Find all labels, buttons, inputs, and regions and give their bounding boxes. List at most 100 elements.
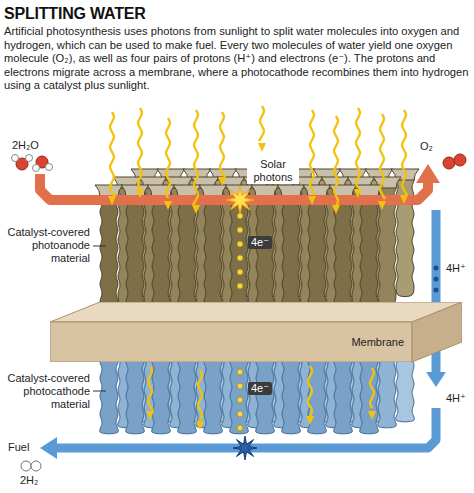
arrowhead [416, 164, 440, 183]
photon-wave [356, 108, 360, 188]
proton-label: 4H⁺ [446, 262, 466, 275]
photon-wave [308, 366, 312, 416]
arrowhead [146, 411, 154, 420]
arrowhead [368, 411, 376, 420]
membrane-label: Membrane [351, 336, 404, 349]
hydrogen-atom [46, 164, 53, 171]
photon-wave [110, 112, 115, 197]
reaction-star [226, 186, 254, 214]
electron-label: 4e⁻ [248, 236, 272, 249]
arrowhead [354, 189, 362, 198]
pillar-cap [277, 185, 305, 196]
pillar-cap [121, 185, 149, 196]
photon-wave [198, 370, 202, 420]
cathode-pillar [282, 358, 301, 434]
arrowhead [40, 437, 57, 459]
photon-wave [148, 366, 153, 411]
photon-wave [193, 110, 198, 205]
electron-dot [237, 241, 243, 247]
membrane-side [412, 302, 462, 362]
photoanode-pillars [95, 169, 419, 313]
leader-line [93, 246, 106, 247]
proton-dot [434, 277, 439, 282]
arrowhead [400, 195, 408, 204]
oxygen-atom [443, 157, 455, 169]
anode-pillar [100, 192, 119, 312]
molecule-icons [12, 154, 467, 471]
output-label: Fuel [8, 441, 29, 454]
molecule-label: 2H₂ [20, 474, 38, 487]
pillar-cap [251, 185, 279, 196]
anode-pillar [360, 192, 379, 312]
cathode-pillar [334, 358, 353, 434]
electron-dot [237, 255, 243, 261]
reaction-star [233, 436, 257, 460]
anode-pillar [308, 192, 327, 312]
pillar-cap [303, 185, 331, 196]
membrane-slab: Membrane [50, 302, 462, 362]
anode-pillar [204, 192, 223, 312]
hydrogen-atom [31, 461, 41, 471]
membrane-shape [50, 302, 462, 362]
electron-dot [237, 227, 243, 233]
photon-wave [259, 106, 264, 141]
part-label: Catalyst-covered photocathode material [2, 372, 90, 411]
title: SPLITTING WATER [4, 5, 146, 23]
cathode-pillar [100, 358, 119, 434]
electron-dot [237, 383, 243, 389]
arrowhead [332, 205, 340, 214]
electron-dot [237, 283, 243, 289]
photon-arrows [108, 106, 408, 430]
electron-dot [237, 269, 243, 275]
hydrogen-atom [12, 155, 19, 162]
membrane-top [50, 302, 462, 322]
photon-wave [334, 116, 338, 206]
photon-wave [380, 114, 385, 199]
photon-wave [402, 110, 407, 195]
electron-dot [237, 425, 243, 431]
arrowhead [378, 201, 386, 210]
membrane-front [50, 322, 412, 362]
electron-dot [237, 397, 243, 403]
pillar-cap [199, 185, 227, 196]
proton-label: 4H⁺ [446, 392, 466, 405]
photon-wave [310, 110, 315, 195]
arrowhead [308, 196, 316, 205]
arrowhead [306, 416, 314, 425]
arrowhead [196, 421, 204, 430]
photon-wave [166, 118, 170, 198]
anode-pillar [256, 192, 275, 312]
electron-label: 4e⁻ [248, 382, 272, 395]
electron-dot [237, 369, 243, 375]
cathode-pillar [230, 358, 249, 434]
arrowhead [426, 372, 446, 387]
part-label: Catalyst-covered photoanode material [2, 226, 90, 265]
electron-dot [237, 411, 243, 417]
arrowhead [258, 143, 266, 152]
hydrogen-atom [33, 165, 40, 172]
hydrogen-atom [26, 155, 33, 162]
proton-dot [434, 266, 439, 271]
arrowhead [164, 201, 172, 210]
cathode-pillar [360, 358, 379, 434]
anode-pillar [178, 192, 197, 312]
cathode-pillar [256, 358, 275, 434]
anode-pillar [126, 192, 145, 312]
anode-pillar [152, 192, 171, 312]
pillar-cap [147, 185, 175, 196]
cathode-pillar [178, 358, 197, 434]
photon-wave [138, 108, 142, 188]
anode-pillar [396, 176, 415, 296]
arrowhead [108, 196, 116, 205]
arrowhead [136, 189, 144, 198]
cathode-pillar [378, 352, 397, 428]
leader-line [93, 391, 106, 392]
anode-pillar [282, 192, 301, 312]
oxygen-atom [454, 154, 466, 166]
photon-wave [220, 112, 225, 177]
arrowhead [192, 205, 200, 214]
proton-dot [434, 288, 439, 293]
photon-wave [370, 368, 374, 408]
cathode-pillar [152, 358, 171, 434]
